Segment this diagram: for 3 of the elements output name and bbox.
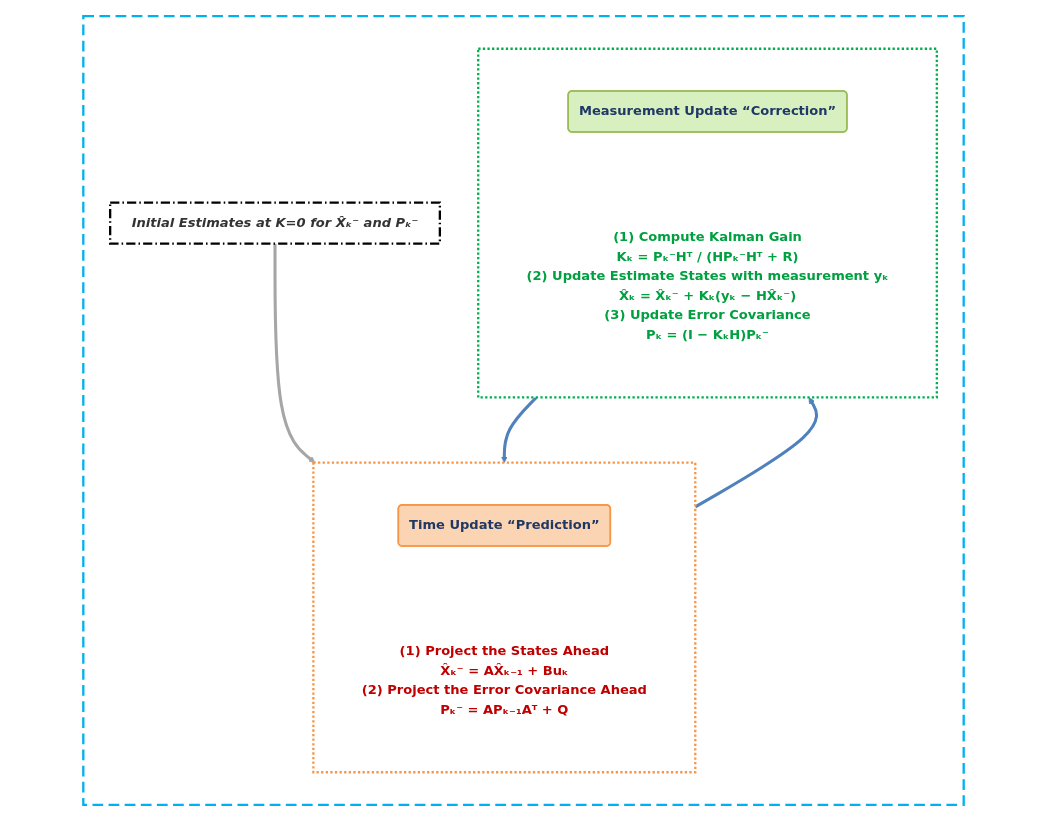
node-box: Initial Estimates at K=0 for X̂ₖ⁻ and Pₖ⁻	[109, 201, 441, 245]
arrow	[273, 243, 316, 463]
cluster	[82, 15, 965, 806]
